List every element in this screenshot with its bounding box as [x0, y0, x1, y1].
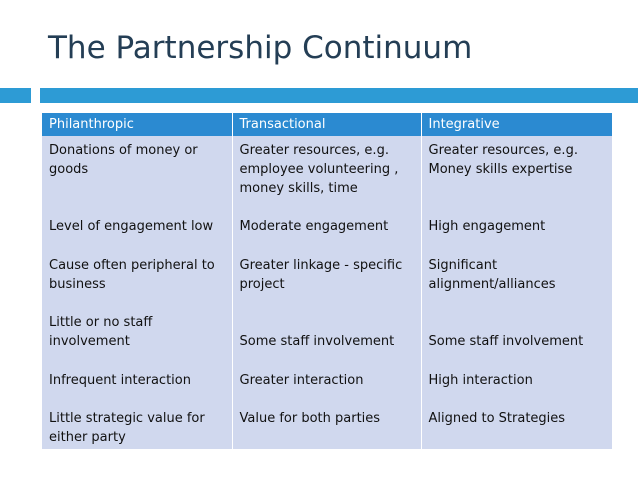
list-item: Value for both parties [239, 411, 381, 426]
list-item: Greater linkage - specific project [239, 258, 403, 292]
table-header-row: Philanthropic Transactional Integrative [42, 113, 612, 136]
list-item: Significant alignment/alliances [428, 258, 556, 292]
header-philanthropic: Philanthropic [42, 113, 233, 136]
title-accent-bar-right [40, 88, 638, 103]
title-accent-bar-left [0, 88, 31, 103]
header-integrative: Integrative [421, 113, 612, 136]
list-item: Cause often peripheral to business [49, 258, 215, 292]
list-item: High interaction [428, 373, 533, 388]
list-item: Some staff involvement [428, 334, 584, 349]
header-transactional: Transactional [232, 113, 422, 136]
list-item: High engagement [428, 219, 546, 234]
table-body-row: Donations of money or goods Level of eng… [42, 136, 612, 449]
list-item: Little or no staff involvement [49, 315, 153, 349]
list-item: Little strategic value for either party [49, 411, 205, 445]
title-accent-gap [31, 88, 40, 103]
column-philanthropic: Donations of money or goods Level of eng… [42, 136, 233, 449]
list-item: Greater interaction [239, 373, 364, 388]
list-item: Level of engagement low [49, 219, 214, 234]
slide-title: The Partnership Continuum [48, 30, 473, 66]
list-item: Greater resources, e.g. employee volunte… [239, 143, 399, 196]
list-item: Moderate engagement [239, 219, 389, 234]
list-item: Aligned to Strategies [428, 411, 566, 426]
column-integrative: Greater resources, e.g. Money skills exp… [421, 136, 612, 449]
list-item: Infrequent interaction [49, 373, 191, 388]
list-item: Some staff involvement [239, 334, 395, 349]
list-item: Donations of money or goods [49, 143, 198, 177]
partnership-table: Philanthropic Transactional Integrative … [42, 113, 612, 449]
column-transactional: Greater resources, e.g. employee volunte… [232, 136, 422, 449]
list-item: Greater resources, e.g. Money skills exp… [428, 143, 578, 177]
